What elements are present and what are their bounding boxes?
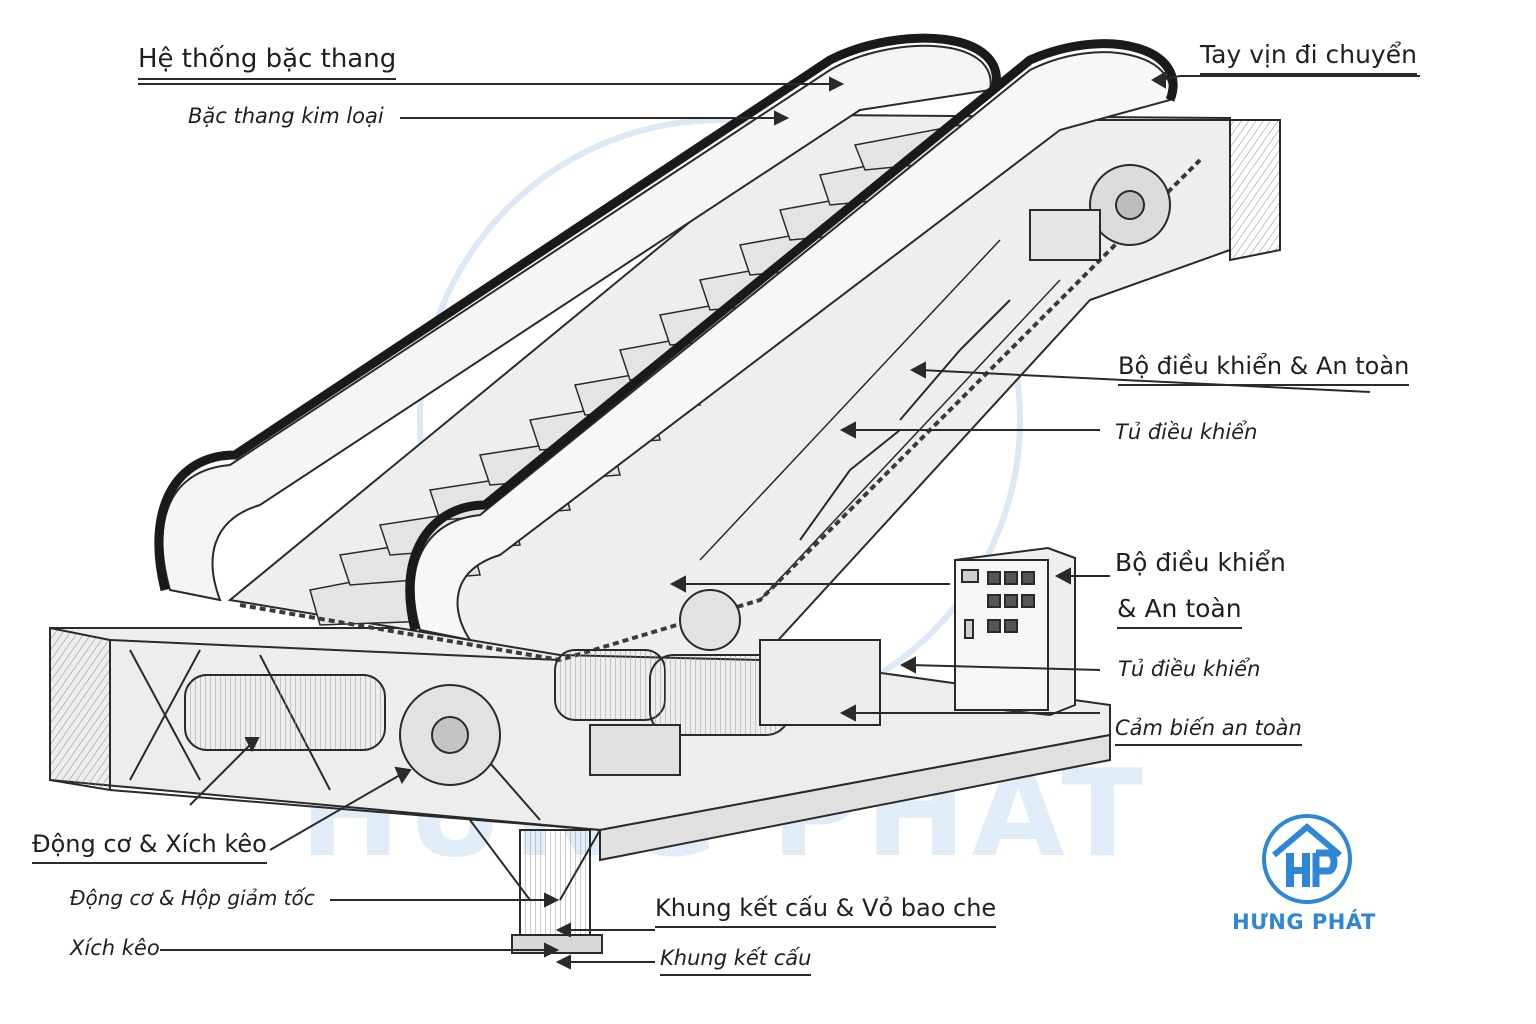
hp-house-logo-icon	[1262, 814, 1352, 904]
label-frame-cover: Khung kết cấu & Vỏ bao che	[655, 894, 997, 928]
label-control-cabinet-1: Tủ điều khiển	[1115, 420, 1258, 444]
label-motor-gearbox: Động cơ & Hộp giảm tốc	[70, 886, 315, 910]
lower-motor	[184, 589, 741, 786]
logo-text: HƯNG PHÁT	[1232, 910, 1376, 934]
label-motor-drive-chain: Động cơ & Xích kêo	[32, 830, 267, 864]
label-controller-safety-1: Bộ điều khiển & An toàn	[1118, 352, 1410, 386]
label-metal-steps: Bặc thang kim loại	[188, 104, 384, 128]
label-safety-sensor: Cảm biến an toàn	[1115, 716, 1302, 746]
control-cabinet	[954, 546, 1076, 717]
left-balustrade	[154, 33, 1001, 602]
label-moving-handrail: Tay vịn đi chuyển	[1200, 40, 1417, 75]
upper-drive-gear	[1029, 164, 1171, 261]
gearbox-motor	[554, 639, 881, 776]
label-drive-chain: Xích kêo	[70, 936, 160, 960]
right-balustrade	[405, 39, 1178, 642]
label-controller-safety-2b: & An toàn	[1117, 594, 1242, 629]
label-structural-frame: Khung kết cấu	[660, 946, 812, 976]
leader-lines	[138, 71, 1420, 970]
label-controller-safety-2a: Bộ điều khiển	[1115, 548, 1286, 577]
label-control-cabinet-2: Tủ điều khiển	[1118, 657, 1261, 681]
label-step-system: Hệ thống bặc thang	[138, 44, 397, 80]
